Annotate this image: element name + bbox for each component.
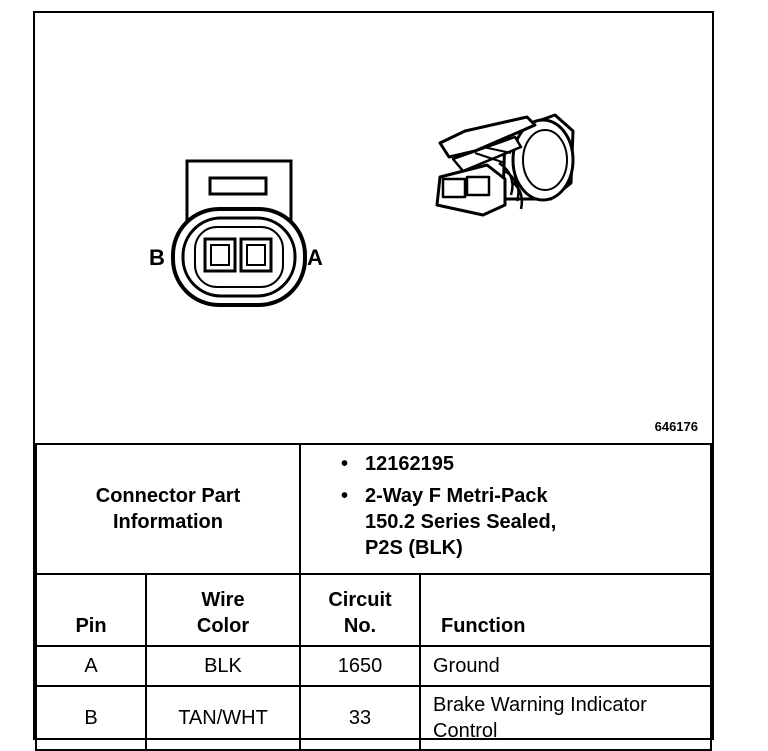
cell-wire-color: BLK <box>145 645 301 687</box>
cell-pin: A <box>35 645 147 687</box>
header-wire-color: Wire Color <box>145 573 301 647</box>
part-number: 12162195 <box>341 451 710 477</box>
connector-side-view <box>435 113 575 217</box>
connector-figure: B A 646176 <box>35 13 712 443</box>
table-header-row: Pin Wire Color Circuit No. Function <box>35 573 712 647</box>
connector-illustration <box>171 113 575 307</box>
cell-function: Ground <box>419 645 712 687</box>
connector-part-info-values: 12162195 2-Way F Metri-Pack 150.2 Series… <box>299 443 712 575</box>
connector-table: Connector Part Information 12162195 2-Wa… <box>35 443 712 751</box>
header-circuit-no: Circuit No. <box>299 573 421 647</box>
table-row: B TAN/WHT 33 Brake Warning Indicator Con… <box>35 685 712 751</box>
document-frame: B A 646176 Connector Part Information 12… <box>33 11 714 751</box>
pin-label-b: B <box>149 245 165 270</box>
header-function: Function <box>419 573 712 647</box>
cell-circuit: 33 <box>299 685 421 751</box>
cell-circuit: 1650 <box>299 645 421 687</box>
table-row: A BLK 1650 Ground <box>35 645 712 687</box>
cell-pin: B <box>35 685 147 751</box>
cell-function: Brake Warning Indicator Control <box>419 685 712 751</box>
connector-face-view <box>171 159 307 307</box>
connector-part-info-label: Connector Part Information <box>35 443 301 575</box>
cell-wire-color: TAN/WHT <box>145 685 301 751</box>
connector-part-info-row: Connector Part Information 12162195 2-Wa… <box>35 443 712 575</box>
connector-description: 2-Way F Metri-Pack 150.2 Series Sealed, … <box>341 483 710 561</box>
header-pin: Pin <box>35 573 147 647</box>
pin-label-a: A <box>307 245 323 270</box>
figure-id: 646176 <box>654 419 698 434</box>
